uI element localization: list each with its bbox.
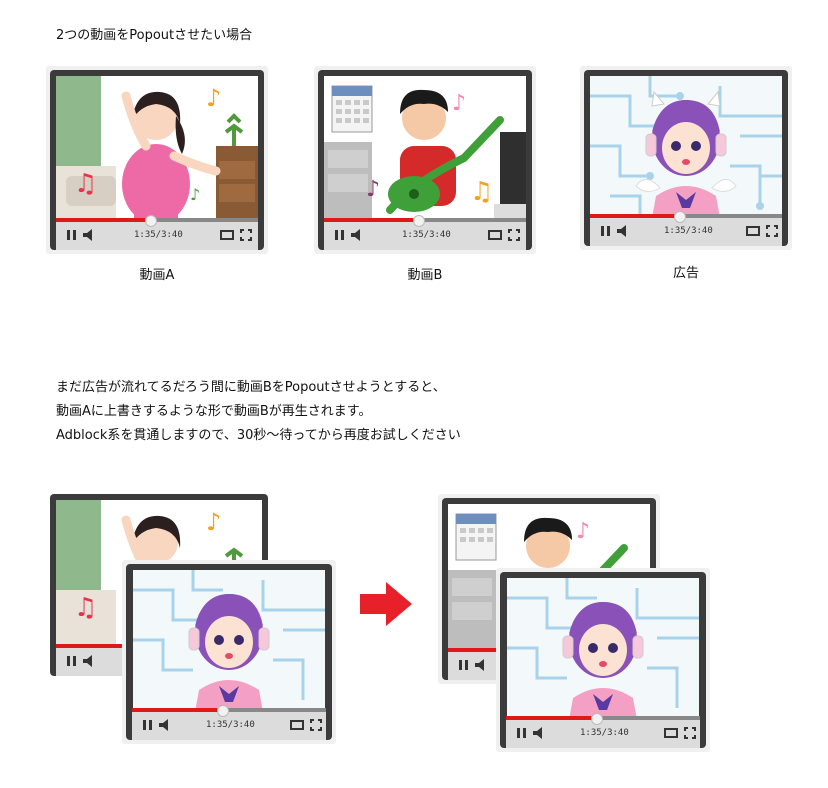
- volume-icon[interactable]: [350, 229, 364, 241]
- video-a-player[interactable]: ♪ ♫ ♪ 1:35/3:40: [50, 70, 264, 250]
- description-line-2: 動画Aに上書きするような形で動画Bが再生されます。: [56, 404, 372, 419]
- page-title: 2つの動画をPopoutさせたい場合: [56, 28, 253, 43]
- miniplayer-icon[interactable]: [488, 229, 502, 241]
- svg-text:♫: ♫: [74, 169, 97, 199]
- pause-icon[interactable]: [516, 727, 528, 739]
- volume-icon[interactable]: [532, 727, 546, 739]
- volume-icon[interactable]: [474, 659, 488, 671]
- pause-icon[interactable]: [600, 225, 612, 237]
- svg-text:♪: ♪: [452, 91, 466, 116]
- pause-icon[interactable]: [66, 229, 78, 241]
- fullscreen-icon[interactable]: [240, 229, 252, 241]
- pause-icon[interactable]: [458, 659, 470, 671]
- svg-text:♪: ♪: [190, 185, 200, 204]
- ad-time: 1:35/3:40: [664, 226, 713, 236]
- fullscreen-icon[interactable]: [508, 229, 520, 241]
- video-a-time: 1:35/3:40: [134, 230, 183, 240]
- ad-player[interactable]: 1:35/3:40: [584, 70, 788, 246]
- svg-text:♪: ♪: [206, 508, 221, 536]
- description-line-3: Adblock系を貫通しますので、30秒〜待ってから再度お試しください: [56, 428, 461, 443]
- video-a-screen: ♪ ♫ ♪: [56, 76, 258, 222]
- miniplayer-icon[interactable]: [220, 229, 234, 241]
- video-a-seek-knob[interactable]: [144, 215, 157, 227]
- pause-icon[interactable]: [142, 719, 154, 731]
- volume-icon[interactable]: [82, 655, 96, 667]
- video-b-controls: 1:35/3:40: [324, 215, 526, 250]
- svg-text:♫: ♫: [74, 593, 97, 623]
- miniplayer-icon[interactable]: [746, 225, 760, 237]
- fullscreen-icon[interactable]: [684, 727, 696, 739]
- stack-right-time: 1:35/3:40: [580, 728, 629, 738]
- stack-left-time: 1:35/3:40: [206, 720, 255, 730]
- video-b-screen: ♪ ♪ ♫: [324, 76, 526, 222]
- volume-icon[interactable]: [616, 225, 630, 237]
- video-b-seek-knob[interactable]: [412, 215, 425, 227]
- caption-video-a: 動画A: [139, 268, 175, 283]
- svg-text:♫: ♫: [470, 177, 493, 207]
- video-b-player[interactable]: ♪ ♪ ♫ 1:35/3:40: [318, 70, 532, 250]
- video-a-controls: 1:35/3:40: [56, 215, 258, 250]
- stack-right-front-player: 1:35/3:40: [500, 572, 706, 748]
- fullscreen-icon[interactable]: [310, 719, 322, 731]
- volume-icon[interactable]: [158, 719, 172, 731]
- caption-ad: 広告: [672, 266, 699, 281]
- svg-text:♪: ♪: [366, 177, 380, 202]
- arrow-right-icon: [360, 582, 412, 626]
- ad-screen: [590, 76, 782, 218]
- ad-controls: 1:35/3:40: [590, 211, 782, 246]
- stack-left-front-player: 1:35/3:40: [126, 564, 332, 740]
- miniplayer-icon[interactable]: [290, 719, 304, 731]
- video-b-time: 1:35/3:40: [402, 230, 451, 240]
- description-line-1: まだ広告が流れてるだろう間に動画BをPopoutさせようとすると、: [56, 380, 446, 395]
- pause-icon[interactable]: [334, 229, 346, 241]
- caption-video-b: 動画B: [407, 268, 443, 283]
- svg-text:♪: ♪: [206, 84, 221, 112]
- pause-icon[interactable]: [66, 655, 78, 667]
- volume-icon[interactable]: [82, 229, 96, 241]
- svg-text:♪: ♪: [576, 519, 590, 544]
- ad-seek-knob[interactable]: [674, 211, 687, 223]
- fullscreen-icon[interactable]: [766, 225, 778, 237]
- miniplayer-icon[interactable]: [664, 727, 678, 739]
